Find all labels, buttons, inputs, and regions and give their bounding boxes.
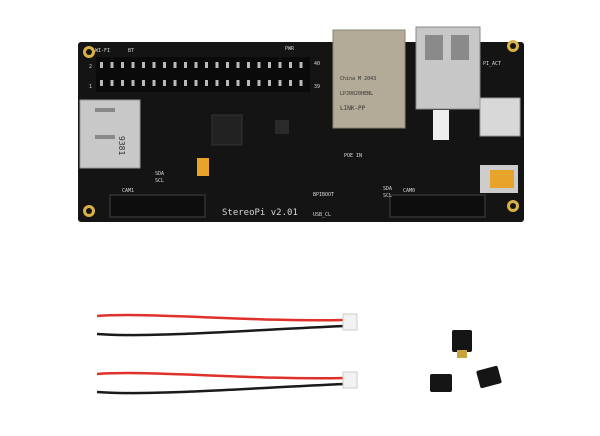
label-pin2: 2 (89, 64, 92, 70)
label-wifi: WI-FI (95, 48, 110, 54)
gpio-pin (236, 80, 240, 86)
usb-a-port (415, 26, 481, 110)
label-pwr: PWR (285, 46, 295, 52)
gpio-pin (194, 62, 198, 68)
board-title: StereoPi v2.01 (222, 208, 298, 218)
gpio-pin (247, 80, 250, 86)
label-bpiboot: BPIBOOT (313, 192, 334, 198)
gpio-pin (289, 80, 292, 86)
gpio-pin (194, 80, 198, 86)
label-sd-marking: 9381 (117, 136, 126, 155)
gpio-pin (142, 80, 145, 86)
cam0-connector (389, 194, 486, 218)
label-scl-left: SCL (155, 178, 164, 184)
label-poe-in: POE IN (344, 153, 362, 159)
gpio-pin (131, 62, 135, 68)
gpio-pin (100, 80, 103, 86)
cpu-chip (211, 114, 243, 146)
ethernet-marking: LINK-PP (340, 105, 366, 112)
cable-2 (96, 371, 358, 395)
label-usb-cl: USB_CL (313, 212, 331, 218)
cable-1 (96, 313, 358, 337)
gpio-pin (278, 62, 282, 68)
label-pin39: 39 (314, 84, 320, 90)
gpio-pin (268, 80, 271, 86)
gpio-pin (257, 80, 261, 86)
gpio-pin (205, 62, 208, 68)
gpio-pin (163, 80, 166, 86)
gpio-pin (184, 62, 187, 68)
gpio-pin (121, 80, 124, 86)
jumper-caps (430, 330, 502, 392)
gpio-pin (247, 62, 250, 68)
stereopi-board: WI-FI BT PWR PI_ACT 40 39 2 1 CAM1 CAM0 … (78, 26, 524, 222)
ethernet-marking-2: LPJ0020HENL (340, 91, 373, 97)
label-sda-left: SDA (155, 171, 164, 177)
gpio-header (96, 57, 310, 92)
gpio-pin (226, 80, 229, 86)
label-scl-right: SCL (383, 193, 392, 199)
gpio-pin (268, 62, 271, 68)
gpio-pin (236, 62, 240, 68)
label-sda-right: SDA (383, 186, 392, 192)
label-pin40: 40 (314, 61, 320, 67)
gpio-pin (215, 80, 219, 86)
label-cam1: CAM1 (122, 188, 134, 194)
gpio-pin (131, 80, 135, 86)
usb-c-port (479, 97, 521, 137)
gpio-pin (152, 80, 156, 86)
gpio-pin (205, 80, 208, 86)
gpio-pin (215, 62, 219, 68)
gpio-pin (289, 62, 292, 68)
gpio-pin (121, 62, 124, 68)
cam1-connector (109, 194, 206, 218)
yellow-capacitor (197, 158, 209, 176)
ethernet-marking-3: China M 2043 (340, 76, 376, 82)
gpio-pin (257, 62, 261, 68)
gpio-pin (299, 62, 303, 68)
gpio-pin (173, 62, 177, 68)
gpio-pin (184, 80, 187, 86)
gpio-pin (110, 62, 114, 68)
label-pin1: 1 (89, 84, 92, 90)
gpio-pin (299, 80, 303, 86)
label-cam0: CAM0 (403, 188, 415, 194)
label-bt: BT (128, 48, 134, 54)
gpio-pin (152, 62, 156, 68)
gpio-pin (100, 62, 103, 68)
gpio-pin (226, 62, 229, 68)
gpio-pin (142, 62, 145, 68)
label-pi-act: PI_ACT (483, 61, 501, 67)
gpio-pin (163, 62, 166, 68)
gpio-pin (173, 80, 177, 86)
gpio-pin (110, 80, 114, 86)
gpio-pin (278, 80, 282, 86)
ethernet-port (332, 29, 406, 129)
